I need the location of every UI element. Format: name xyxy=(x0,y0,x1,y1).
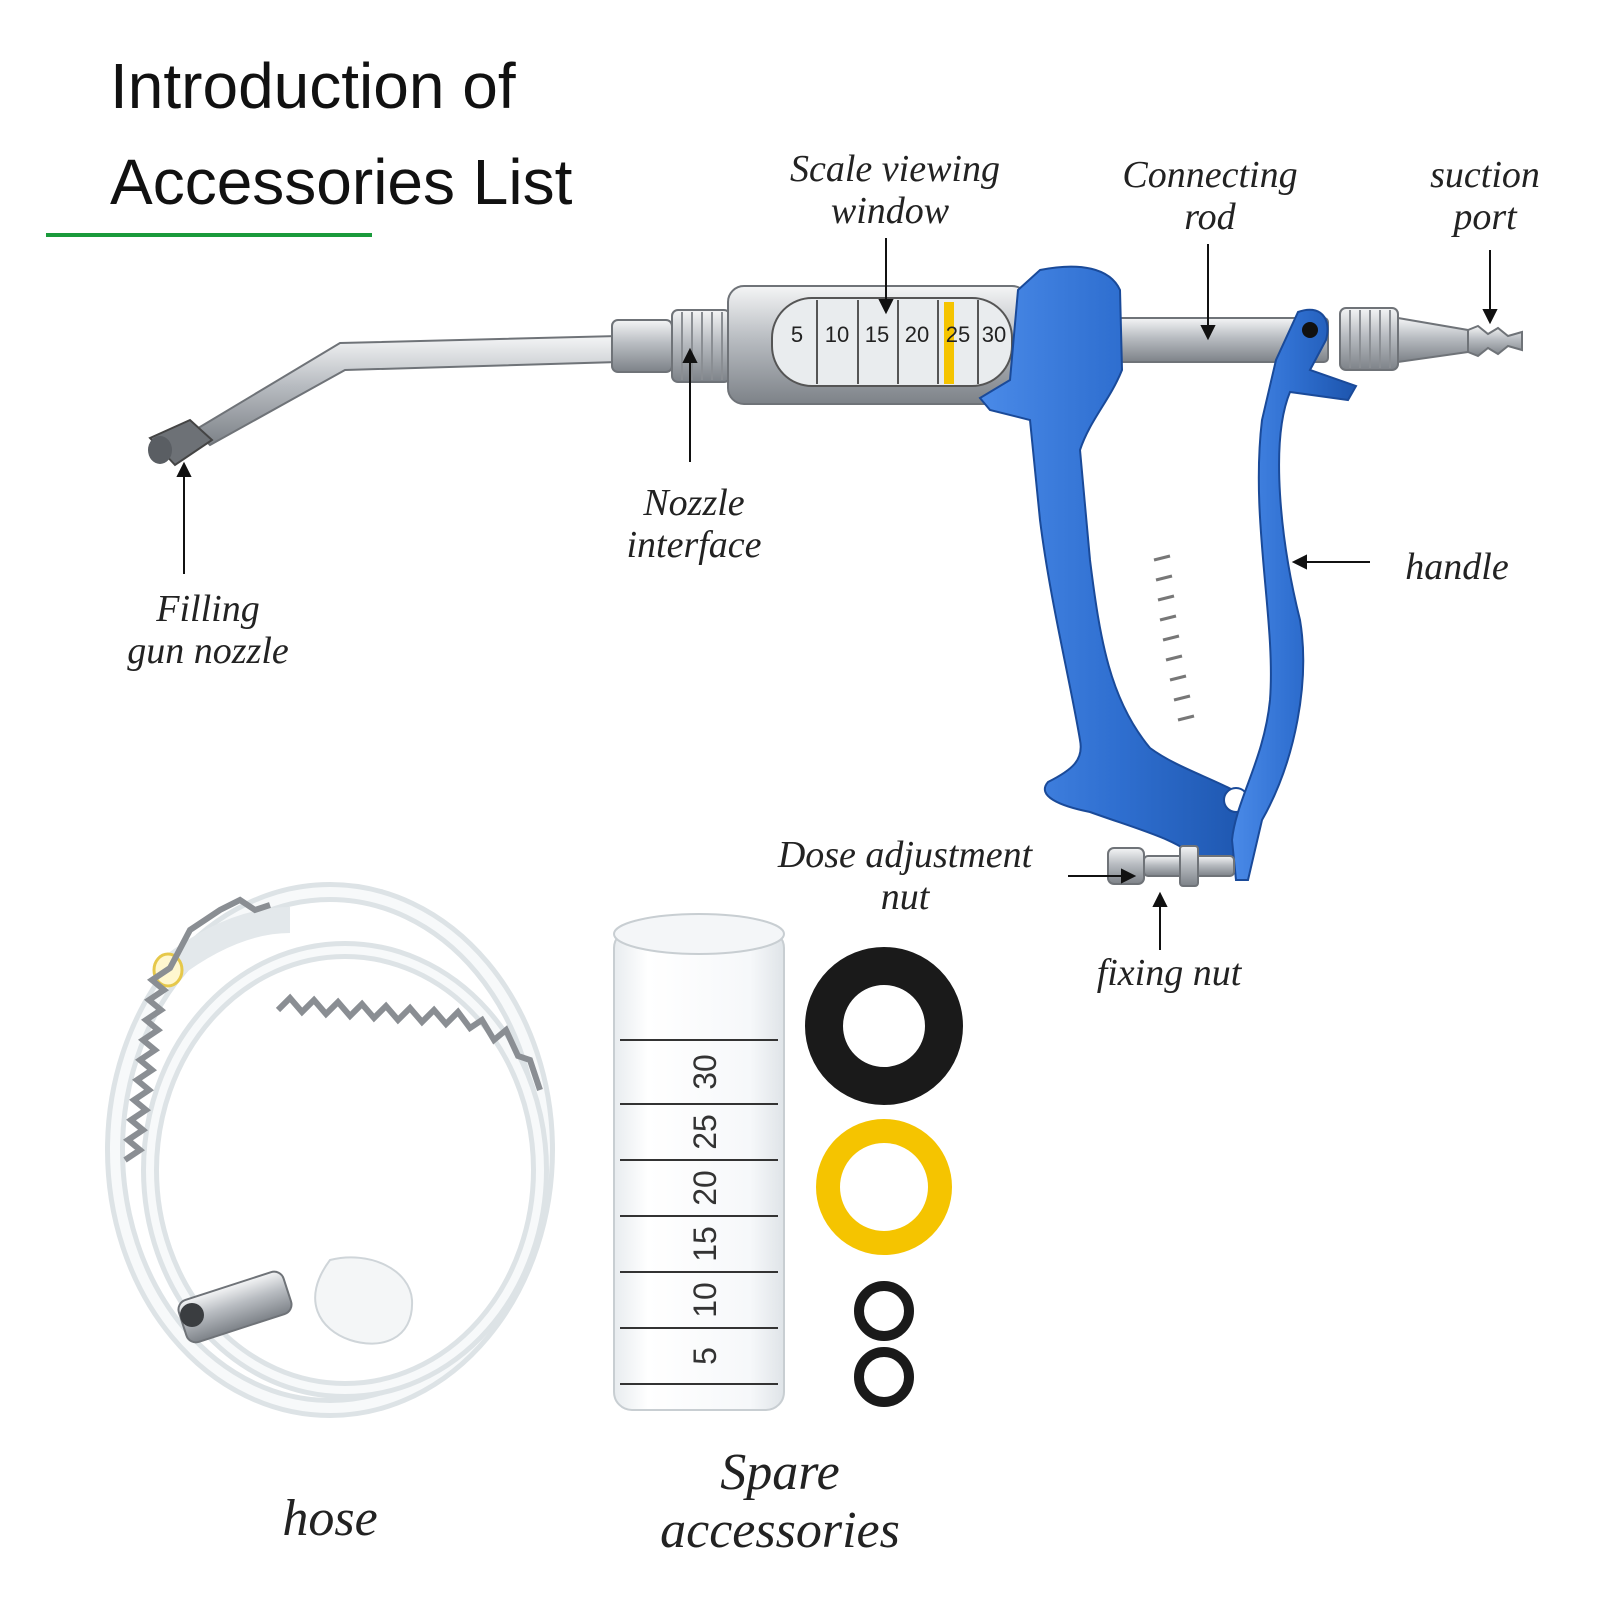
title-underline xyxy=(46,233,372,237)
tube-scale-30: 30 xyxy=(687,1054,723,1090)
callout-scale-viewing-window: Scale viewing window xyxy=(790,148,1000,232)
label-spare-accessories: Spare accessories xyxy=(660,1444,900,1559)
window-scale-30: 30 xyxy=(982,322,1006,347)
window-scale-20: 20 xyxy=(905,322,929,347)
nozzle-interface xyxy=(611,309,731,383)
window-scale-15: 15 xyxy=(865,322,889,347)
hose xyxy=(105,882,555,1418)
tube-scale-labels: 30 25 20 15 10 5 xyxy=(687,1054,723,1365)
tube-scale-5: 5 xyxy=(687,1347,723,1365)
tube-scale-25: 25 xyxy=(687,1114,723,1150)
black-washer xyxy=(805,947,963,1105)
tube-scale-15: 15 xyxy=(687,1226,723,1262)
tube-scale-10: 10 xyxy=(687,1282,723,1318)
window-scale-25: 25 xyxy=(946,322,970,347)
suction-port xyxy=(1339,307,1523,371)
callout-suction-port: suction port xyxy=(1430,154,1540,238)
label-hose: hose xyxy=(282,1490,378,1547)
tube-scale-20: 20 xyxy=(687,1170,723,1206)
callout-dose-adjustment-nut: Dose adjustment nut xyxy=(777,834,1033,918)
callout-filling-gun-nozzle: Filling gun nozzle xyxy=(127,588,289,672)
small-o-ring-1 xyxy=(854,1281,914,1341)
callout-fixing-nut: fixing nut xyxy=(1096,952,1242,994)
yellow-o-ring xyxy=(816,1119,952,1255)
callout-connecting-rod: Connecting rod xyxy=(1122,154,1298,238)
callout-handle: handle xyxy=(1405,546,1509,588)
window-scale-10: 10 xyxy=(825,322,849,347)
callout-nozzle-interface: Nozzle interface xyxy=(626,482,762,566)
title-line-1: Introduction of xyxy=(110,50,516,122)
callout-lines xyxy=(176,238,1498,950)
trigger-handle xyxy=(1230,308,1358,881)
trigger-pivot xyxy=(1302,322,1318,338)
title-line-2: Accessories List xyxy=(110,146,573,218)
spare-glass-tube xyxy=(613,913,785,1411)
window-scale-labels: 5 10 15 20 25 30 xyxy=(791,322,1006,347)
small-o-ring-2 xyxy=(854,1347,914,1407)
filling-gun-nozzle xyxy=(148,334,619,467)
window-scale-5: 5 xyxy=(791,322,803,347)
barrel xyxy=(727,285,1029,405)
dose-adjustment-nut xyxy=(1107,845,1235,887)
